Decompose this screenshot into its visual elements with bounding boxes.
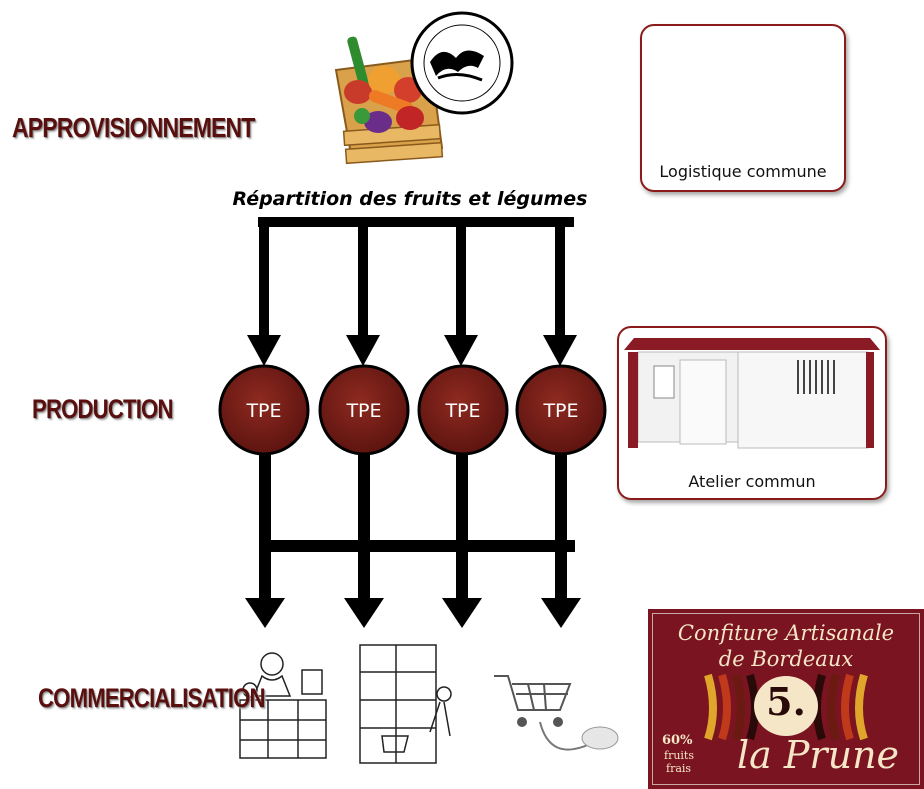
workshop-box: Atelier commun bbox=[617, 326, 887, 500]
jam-fruit-pct: 60% bbox=[662, 733, 693, 748]
food-bank-logo bbox=[410, 11, 514, 115]
tpe-unit-1: TPE bbox=[218, 364, 310, 456]
tpe-unit-4: TPE bbox=[515, 364, 607, 456]
jam-fruit-text-1: fruits bbox=[664, 749, 694, 762]
tpe-unit-2: TPE bbox=[318, 364, 410, 456]
jam-label-number: 5. bbox=[766, 679, 806, 724]
stage-supply-label: APPROVISIONNEMENT bbox=[12, 112, 255, 143]
stage-sales-label: COMMERCIALISATION bbox=[38, 683, 266, 713]
distribution-arrows bbox=[247, 217, 577, 366]
tpe-label: TPE bbox=[542, 400, 578, 422]
jam-label-line2: de Bordeaux bbox=[718, 647, 854, 671]
supermarket-aisle-icon bbox=[359, 644, 452, 764]
jam-stripes-graphic bbox=[704, 673, 868, 741]
online-shopping-cart-icon bbox=[494, 675, 619, 751]
distribution-title: Répartition des fruits et légumes bbox=[233, 188, 588, 210]
jam-fruit-text-2: frais bbox=[666, 762, 692, 775]
tpe-unit-3: TPE bbox=[417, 364, 509, 456]
logistics-caption: Logistique commune bbox=[659, 162, 827, 181]
tpe-label: TPE bbox=[345, 400, 381, 422]
jam-flavor: la Prune bbox=[736, 733, 900, 777]
tpe-label: TPE bbox=[245, 400, 281, 422]
logistics-box: Logistique commune bbox=[640, 24, 846, 192]
jam-label: Confiture Artisanale de Bordeaux 5. 60% … bbox=[648, 609, 924, 789]
workshop-caption: Atelier commun bbox=[688, 472, 816, 491]
jam-label-line1: Confiture Artisanale bbox=[677, 621, 895, 645]
distribution-bar bbox=[258, 217, 574, 227]
stage-production-label: PRODUCTION bbox=[32, 394, 173, 424]
workshop-building-icon bbox=[624, 338, 880, 449]
sales-arrows bbox=[245, 455, 581, 628]
market-vendor-icon bbox=[239, 652, 327, 759]
tpe-label: TPE bbox=[444, 400, 480, 422]
